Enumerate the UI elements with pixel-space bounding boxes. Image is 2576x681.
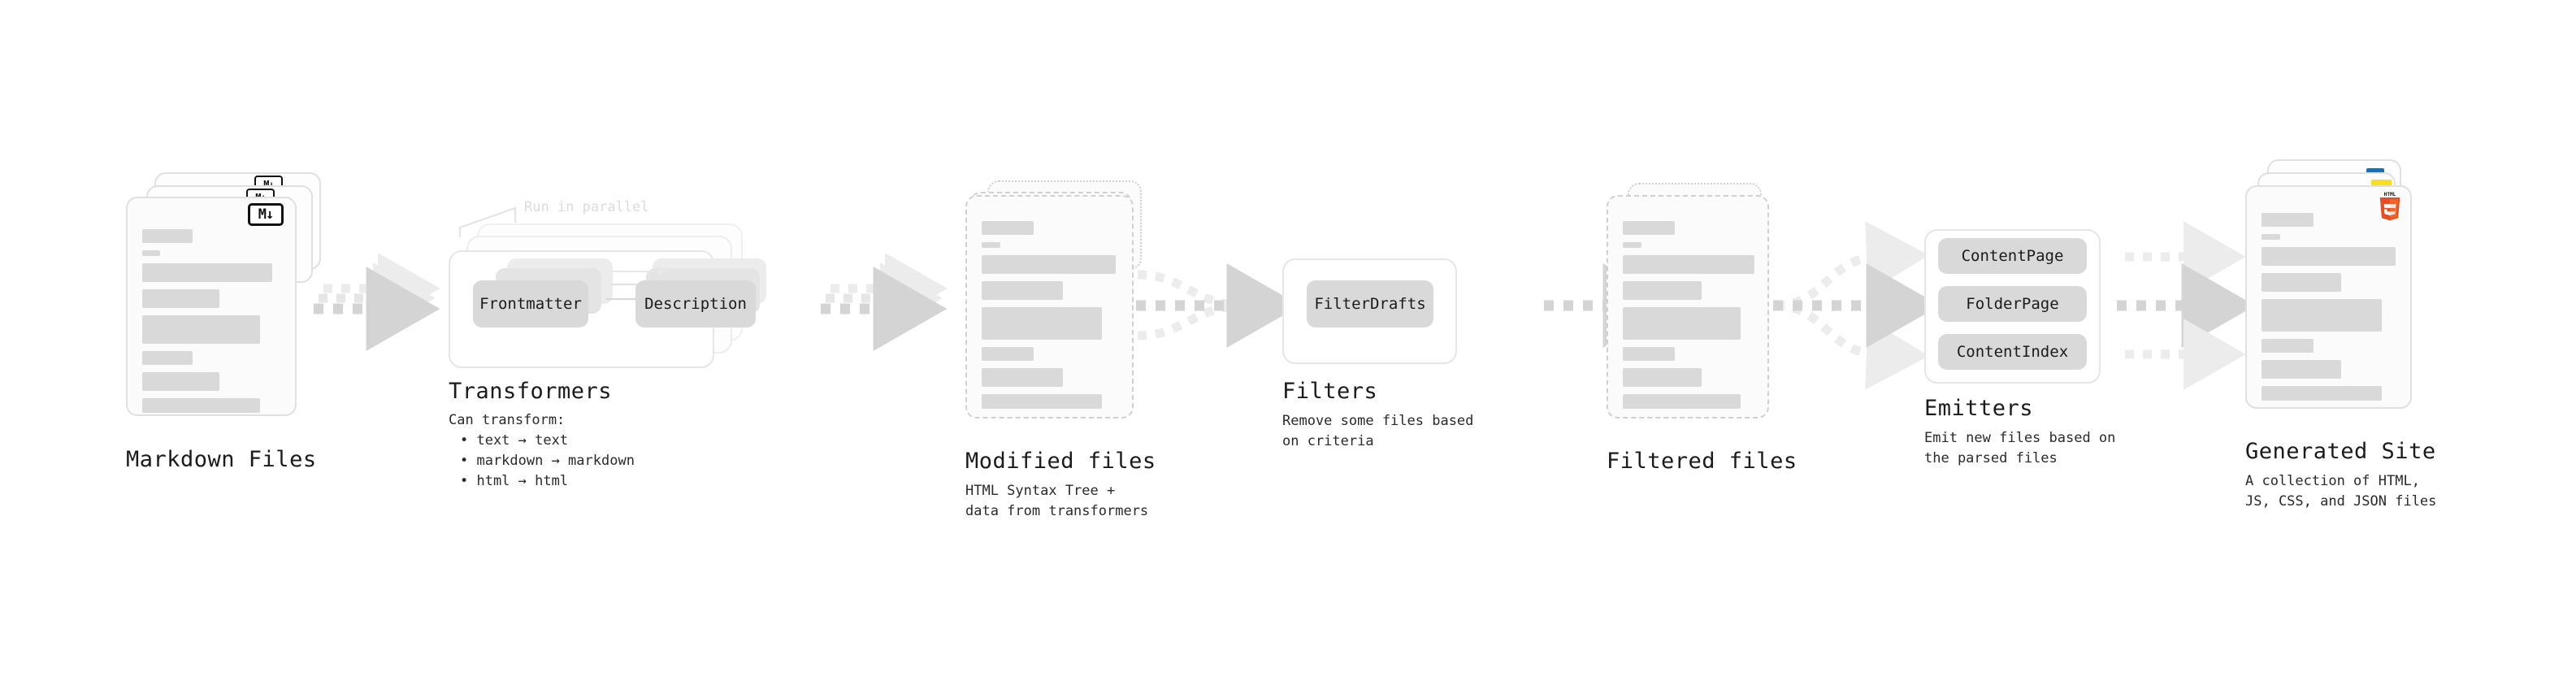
connector-emitters-to-site — [2117, 221, 2256, 390]
description-chip[interactable]: Description — [635, 280, 756, 327]
content-bar — [142, 250, 160, 256]
html5-icon: HTML — [2379, 192, 2400, 221]
content-bar — [982, 281, 1063, 300]
content-bar — [982, 368, 1063, 387]
content-bar — [2262, 386, 2382, 401]
content-bar — [142, 351, 193, 365]
markdown-file-content — [142, 229, 282, 420]
generated-file-content — [2262, 213, 2400, 408]
filters-subtitle: Remove some files based on criteria — [1282, 413, 1474, 449]
content-bar — [2262, 213, 2314, 227]
connector-transformers-to-modified — [821, 253, 948, 351]
connector-modified-to-filters — [1136, 263, 1301, 348]
content-bar — [2262, 273, 2341, 292]
run-in-parallel-label: Run in parallel — [524, 199, 649, 215]
content-bar — [982, 255, 1116, 274]
content-bar — [982, 307, 1102, 340]
content-bar — [142, 263, 272, 282]
content-bar — [1623, 281, 1702, 300]
content-bar — [2262, 234, 2280, 240]
content-bar — [1623, 368, 1702, 387]
content-bar — [1623, 307, 1741, 340]
filtered-file-content — [1623, 221, 1757, 416]
stage-title-filters: Filters — [1282, 379, 1378, 404]
contentpage-chip[interactable]: ContentPage — [1938, 238, 2087, 274]
stage-title-transformers: Transformers — [449, 379, 613, 404]
content-bar — [1623, 255, 1754, 274]
transform-item-1: • markdown → markdown — [460, 453, 635, 469]
modified-file-content — [982, 221, 1120, 416]
parallel-bracket — [458, 206, 517, 237]
generated-site-subtitle: A collection of HTML, JS, CSS, and JSON … — [2245, 473, 2437, 510]
content-bar — [1623, 394, 1741, 409]
folderpage-chip[interactable]: FolderPage — [1938, 286, 2087, 322]
stage-title-markdown-files: Markdown Files — [126, 447, 317, 472]
content-bar — [1623, 221, 1675, 235]
content-bar — [2262, 299, 2382, 332]
content-bar — [982, 221, 1034, 235]
content-bar — [142, 229, 193, 243]
emitters-subtitle: Emit new files based on the parsed files — [1924, 430, 2116, 466]
stage-title-filtered-files: Filtered files — [1607, 449, 1798, 474]
content-bar — [1623, 347, 1675, 361]
content-bar — [1623, 242, 1641, 248]
content-bar — [142, 289, 219, 308]
content-bar — [982, 347, 1034, 361]
frontmatter-chip[interactable]: Frontmatter — [473, 280, 588, 327]
stage-title-modified-files: Modified files — [965, 449, 1156, 474]
connector-filtered-to-emitters — [1773, 221, 1941, 390]
filterdrafts-chip[interactable]: FilterDrafts — [1307, 280, 1433, 327]
stage-title-generated-site: Generated Site — [2245, 439, 2436, 464]
content-bar — [982, 394, 1102, 409]
content-bar — [2262, 247, 2396, 266]
content-bar — [142, 398, 260, 413]
transform-item-2: • html → html — [460, 473, 569, 489]
transform-item-0: • text → text — [460, 432, 569, 449]
svg-text:HTML: HTML — [2384, 192, 2396, 197]
content-bar — [982, 242, 1000, 248]
stage-title-emitters: Emitters — [1924, 396, 2034, 421]
content-bar — [2262, 360, 2341, 379]
modified-files-subtitle: HTML Syntax Tree + data from transformer… — [965, 483, 1149, 519]
transformers-subtitle-block: Can transform: • text → text • markdown … — [449, 410, 635, 492]
content-bar — [142, 372, 219, 391]
transform-intro: Can transform: — [449, 412, 566, 428]
content-bar — [2262, 339, 2314, 353]
markdown-icon-front: M↓ — [248, 203, 284, 226]
contentindex-chip[interactable]: ContentIndex — [1938, 334, 2087, 370]
connector-markdown-to-transformers — [314, 253, 440, 351]
content-bar — [142, 315, 260, 344]
